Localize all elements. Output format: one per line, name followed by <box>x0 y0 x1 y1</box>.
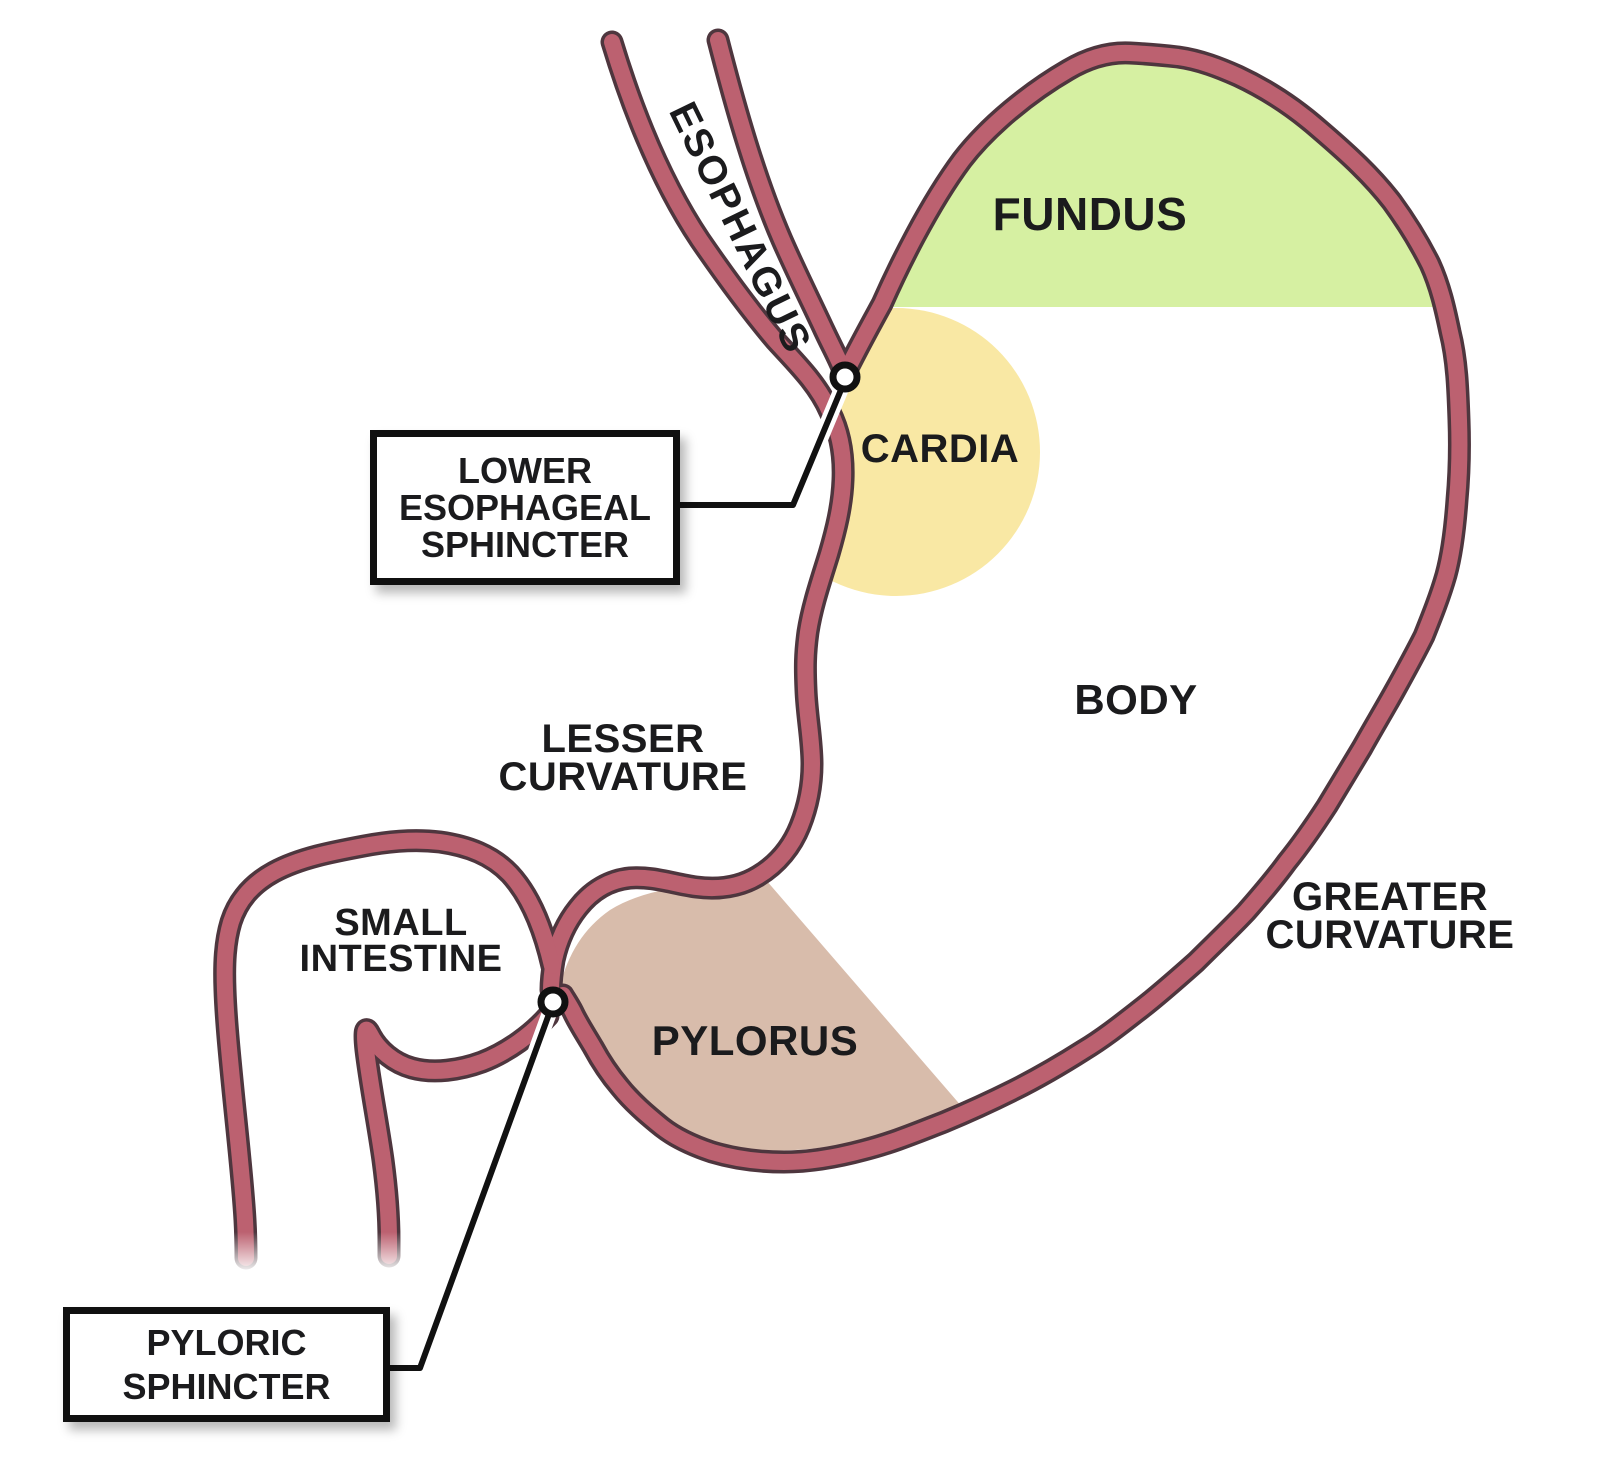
stomach-walls <box>216 32 1468 1266</box>
fundus-label: FUNDUS <box>992 188 1188 240</box>
greater-curvature-wall <box>555 44 1468 1170</box>
pyloric-marker-dot <box>537 986 569 1018</box>
lesser-curvature-label: LESSER CURVATURE <box>498 717 748 799</box>
small-intestine-label: SMALL INTESTINE <box>299 902 503 980</box>
pylorus-label: PYLORUS <box>651 1017 859 1064</box>
cardia-label: CARDIA <box>860 427 1020 471</box>
les-marker-dot <box>829 361 861 393</box>
pyloric-sphincter-callout: PYLORIC SPHINCTER <box>63 1307 390 1422</box>
small-intestine-fold-wall <box>357 1008 556 1264</box>
pylorus-region-fill <box>560 880 963 1151</box>
pyloric-leader-line <box>385 1011 552 1371</box>
les-leader-line <box>677 382 846 508</box>
fundus-region-fill <box>880 54 1433 307</box>
callout-leaders <box>380 361 861 1376</box>
greater-curvature-label: GREATER CURVATURE <box>1265 875 1515 957</box>
esophagus-left-wall-and-lesser-curvature <box>543 34 852 998</box>
tube-end-fade <box>190 1232 440 1312</box>
esophagus-right-wall <box>710 32 850 376</box>
small-intestine-outer-wall <box>216 832 560 1266</box>
lower-esophageal-sphincter-callout: LOWER ESOPHAGEAL SPHINCTER <box>370 430 680 585</box>
body-label: BODY <box>1074 676 1198 723</box>
